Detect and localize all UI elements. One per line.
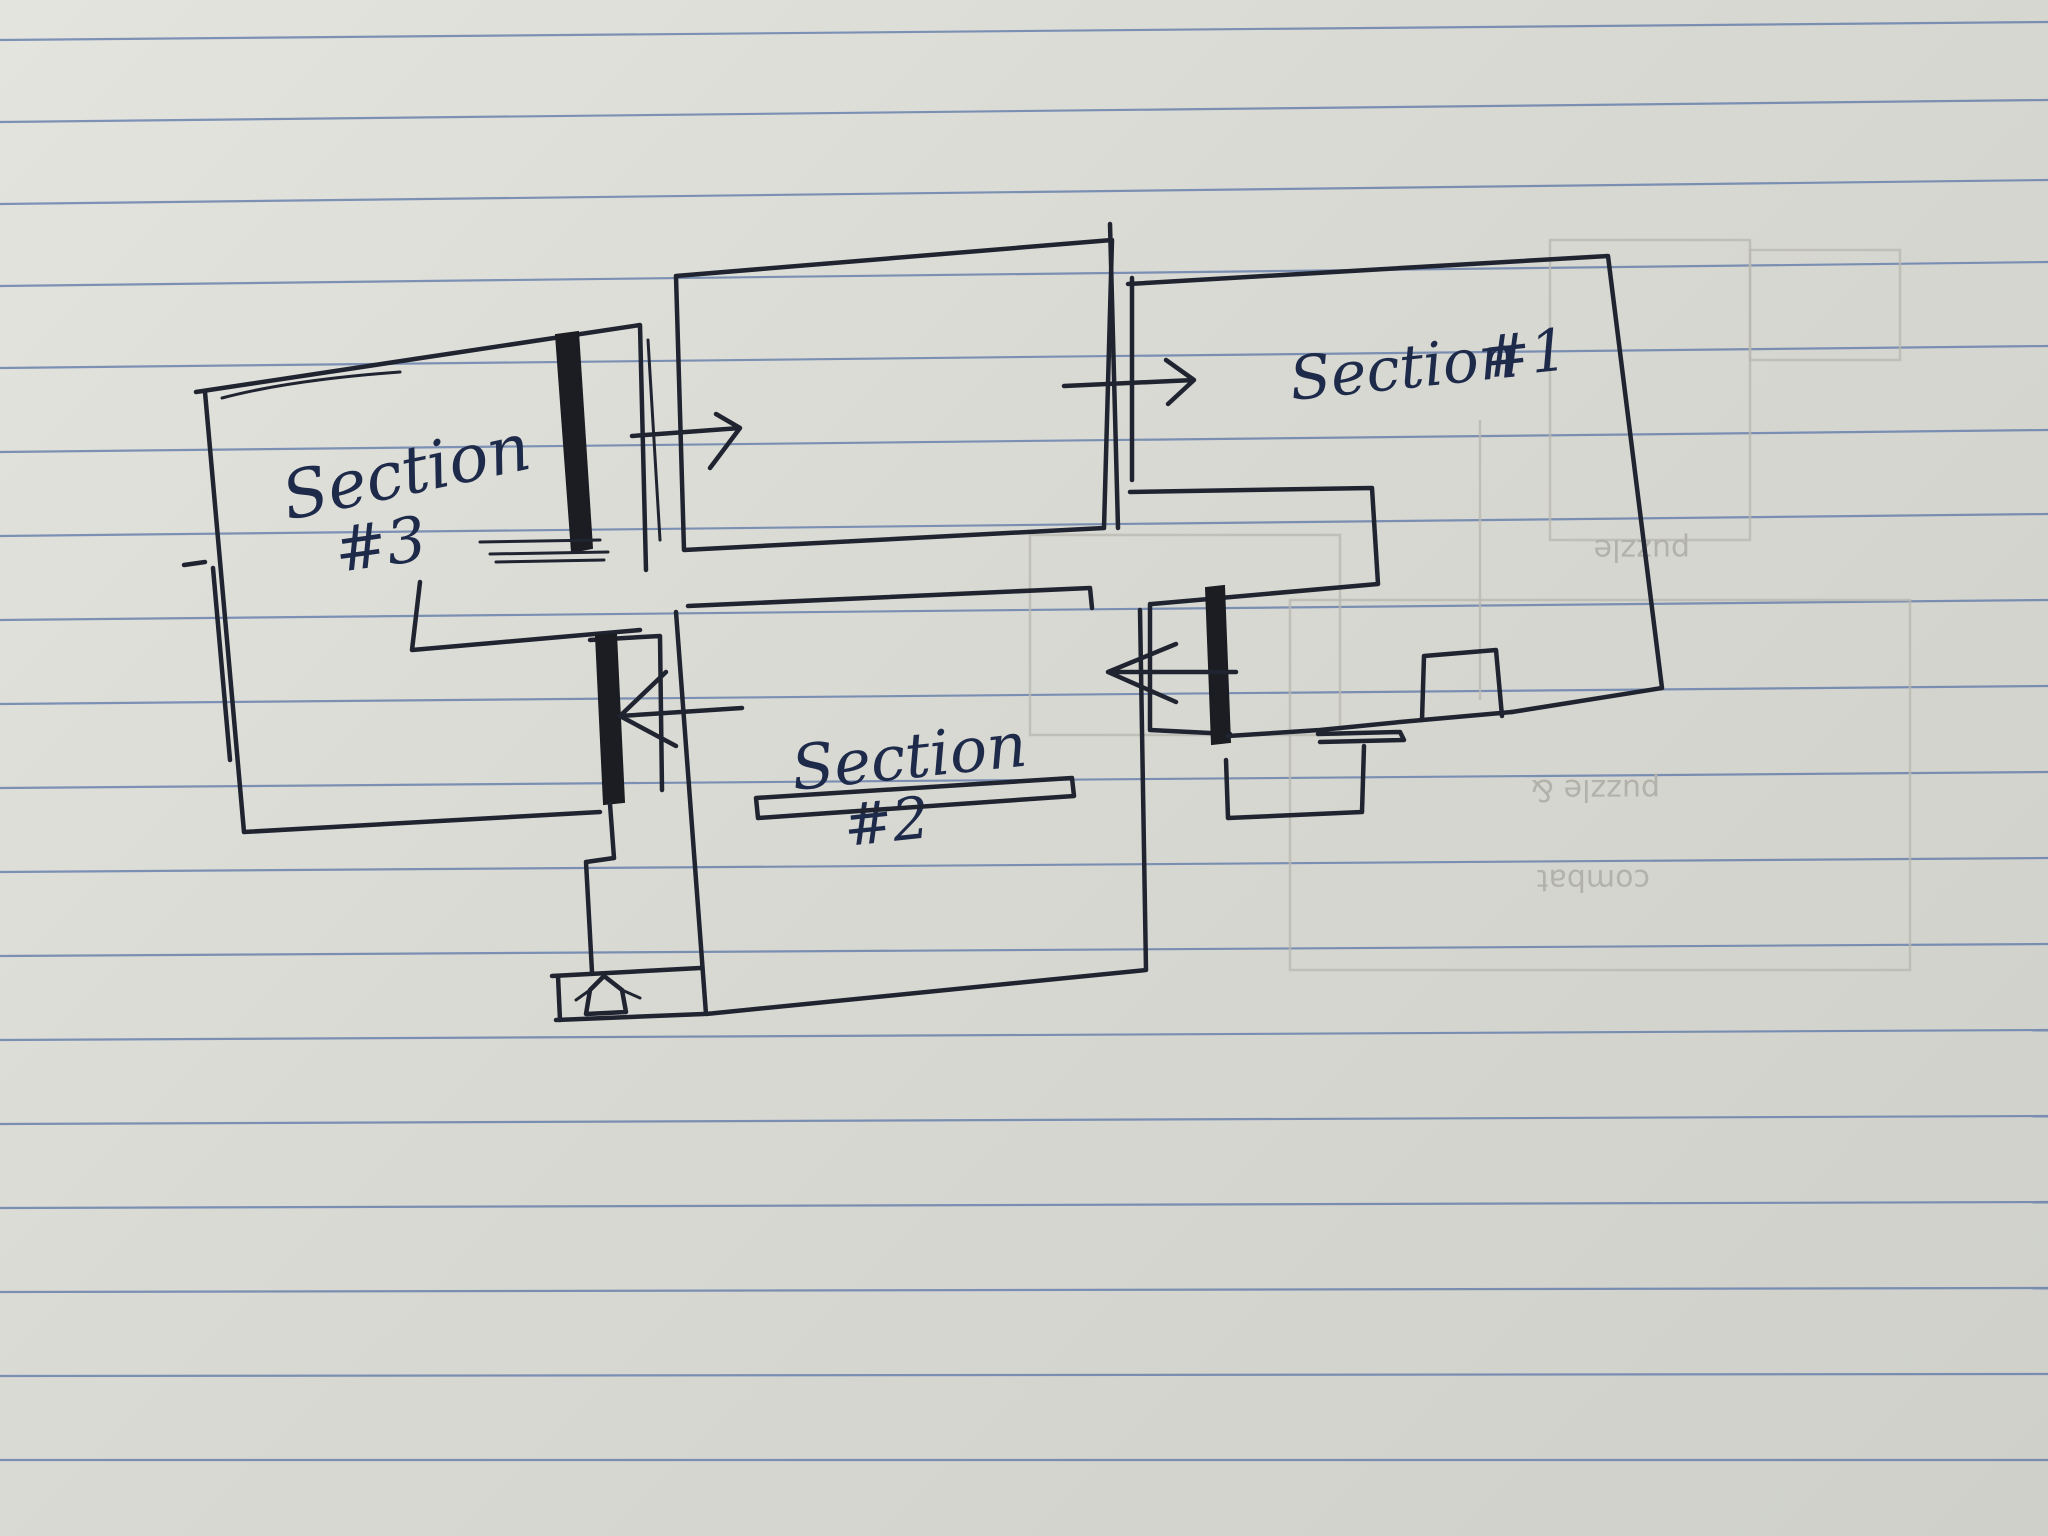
save-point-base	[576, 990, 640, 1000]
arrow-3-to-middle	[632, 414, 740, 468]
door-section-1-lower	[1206, 586, 1230, 744]
arrow-middle-to-1	[1064, 360, 1194, 404]
section-2-number: #2	[840, 783, 932, 860]
section-1-alcove	[1422, 650, 1502, 720]
ghost-note-puzzle-and: puzzle &	[1531, 772, 1660, 807]
section-1-step	[1318, 732, 1404, 742]
section-3-number: #3	[330, 502, 431, 587]
door-section-3	[556, 332, 592, 552]
shaft-floor-bottom	[556, 1014, 704, 1020]
save-point-icon	[586, 976, 626, 1014]
door-section-2	[596, 634, 624, 804]
shaft-left-wall	[586, 804, 614, 972]
shaft-side	[558, 976, 560, 1020]
shaft-floor-top	[552, 968, 700, 976]
section-1-pit	[1226, 746, 1364, 818]
section-1-number: #1	[1478, 315, 1570, 392]
ghost-note-combat: combat	[1537, 862, 1650, 897]
